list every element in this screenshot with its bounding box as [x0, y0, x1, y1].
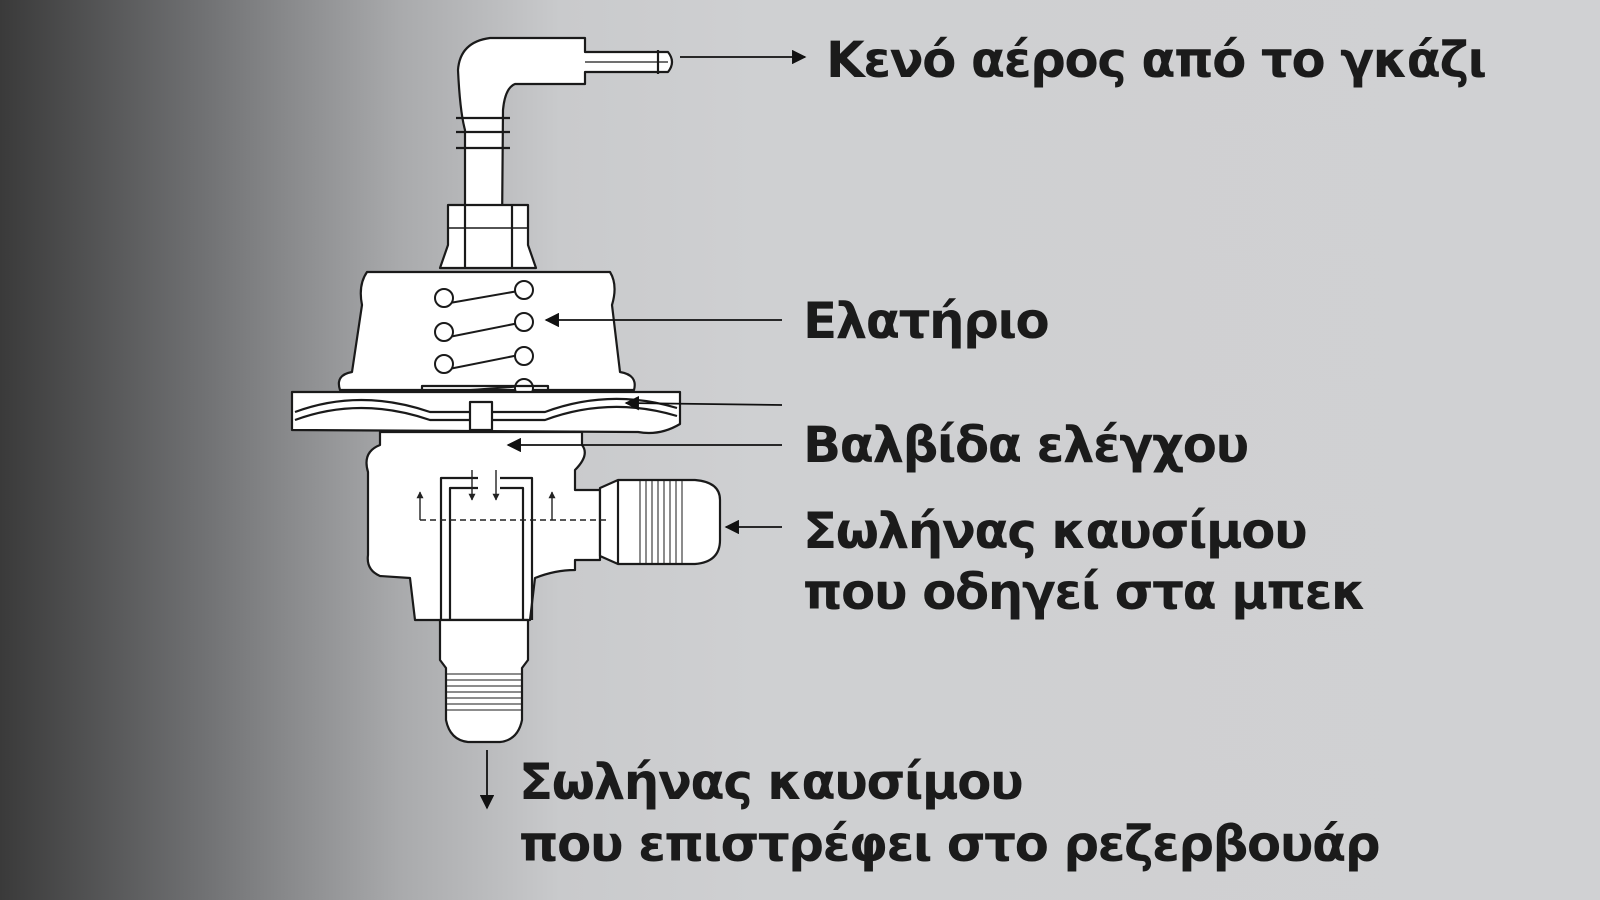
inner-tube-right	[500, 476, 534, 620]
lower-housing	[365, 430, 602, 622]
injector-line-label-line1: Σωλήνας καυσίμου	[803, 502, 1308, 560]
top-nut	[438, 203, 538, 270]
vacuum-label: Κενό αέρος από το γκάζι	[826, 31, 1487, 89]
return-line-label-line1: Σωλήνας καυσίμου	[519, 753, 1024, 811]
fitting-threads	[639, 480, 683, 564]
return-fitting	[438, 618, 530, 744]
upper-housing	[337, 270, 636, 392]
valve-stem	[468, 400, 494, 432]
regulator-body	[290, 36, 722, 744]
injector-fitting	[598, 478, 722, 566]
vacuum-elbow-fitting	[456, 36, 674, 232]
fuel-flow-arrows	[416, 470, 608, 521]
return-threads	[446, 673, 522, 711]
inner-tube-left	[439, 476, 478, 620]
callout-arrows	[479, 49, 807, 810]
return-line-label-line2: που επιστρέφει στο ρεζερβουάρ	[519, 815, 1381, 873]
diaphragm-arrow	[624, 395, 783, 411]
check-valve-label: Βαλβίδα ελέγχου	[803, 416, 1249, 474]
spring-label: Ελατήριο	[803, 292, 1050, 350]
injector-line-label-line2: που οδηγεί στα μπεκ	[803, 563, 1366, 621]
